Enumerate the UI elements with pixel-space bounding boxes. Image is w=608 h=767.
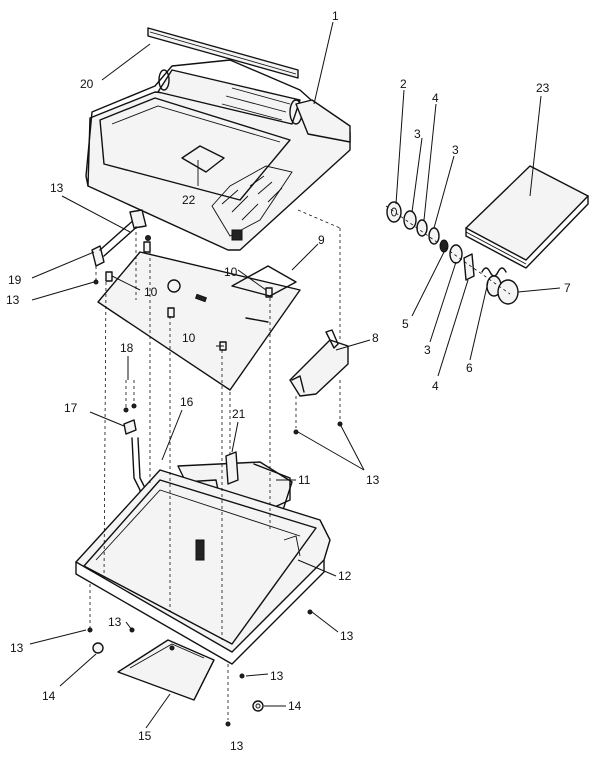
callout-16: 16 — [180, 395, 194, 409]
callout-15: 15 — [138, 729, 152, 743]
callout-labels: 1 2 3 3 3 4 4 5 6 7 8 9 10 10 10 11 12 1… — [6, 9, 571, 753]
callout-11: 11 — [298, 473, 311, 487]
callout-10: 10 — [144, 285, 158, 299]
callout-7: 7 — [564, 281, 571, 295]
part-1-top-cover — [85, 59, 351, 251]
callout-13: 13 — [10, 641, 24, 655]
part-18-screws — [123, 380, 137, 413]
part-15-bottom-cover — [117, 639, 215, 701]
callout-3: 3 — [424, 343, 431, 357]
callout-5: 5 — [402, 317, 409, 331]
callout-13: 13 — [366, 473, 380, 487]
callout-3: 3 — [452, 143, 459, 157]
callout-13: 13 — [108, 615, 122, 629]
callout-13: 13 — [270, 669, 284, 683]
callout-6: 6 — [466, 361, 473, 375]
callout-13: 13 — [340, 629, 354, 643]
part-8-side-bracket — [289, 329, 349, 435]
callout-10: 10 — [182, 331, 196, 345]
part-23-manual — [465, 165, 589, 269]
part-7-knob — [497, 279, 519, 305]
keyboard-keys — [211, 165, 293, 241]
callout-2: 2 — [400, 77, 407, 91]
leader-lines — [29, 21, 561, 729]
part-14-feet — [92, 642, 264, 712]
callout-17: 17 — [64, 401, 78, 415]
callout-20: 20 — [80, 77, 94, 91]
part-2-washer — [386, 201, 402, 223]
callout-19: 19 — [8, 273, 22, 287]
callout-9: 9 — [318, 233, 325, 247]
callout-14: 14 — [42, 689, 56, 703]
callout-1: 1 — [332, 9, 339, 23]
callout-13: 13 — [50, 181, 64, 195]
callout-14: 14 — [288, 699, 302, 713]
callout-4: 4 — [432, 91, 439, 105]
part-19-bracket — [91, 209, 151, 285]
callout-23: 23 — [536, 81, 550, 95]
callout-4: 4 — [432, 379, 439, 393]
callout-22: 22 — [182, 193, 196, 207]
part-17-clip — [123, 419, 137, 435]
part-6-spring — [481, 267, 507, 277]
callout-18: 18 — [120, 341, 134, 355]
callout-12: 12 — [338, 569, 352, 583]
callout-13: 13 — [230, 739, 244, 753]
part-20-paper-bail — [147, 27, 299, 79]
callout-13: 13 — [6, 293, 20, 307]
callout-3: 3 — [414, 127, 421, 141]
part-3-washer — [403, 210, 417, 230]
part-21-latch — [225, 451, 239, 485]
part-9-circuit-board — [97, 241, 301, 391]
knob-assembly — [385, 201, 519, 305]
part-12-base — [75, 469, 331, 665]
callout-21: 21 — [232, 407, 246, 421]
part-5-nut — [439, 239, 449, 253]
alignment-lines — [103, 209, 341, 640]
callout-8: 8 — [372, 331, 379, 345]
callout-10: 10 — [224, 265, 238, 279]
